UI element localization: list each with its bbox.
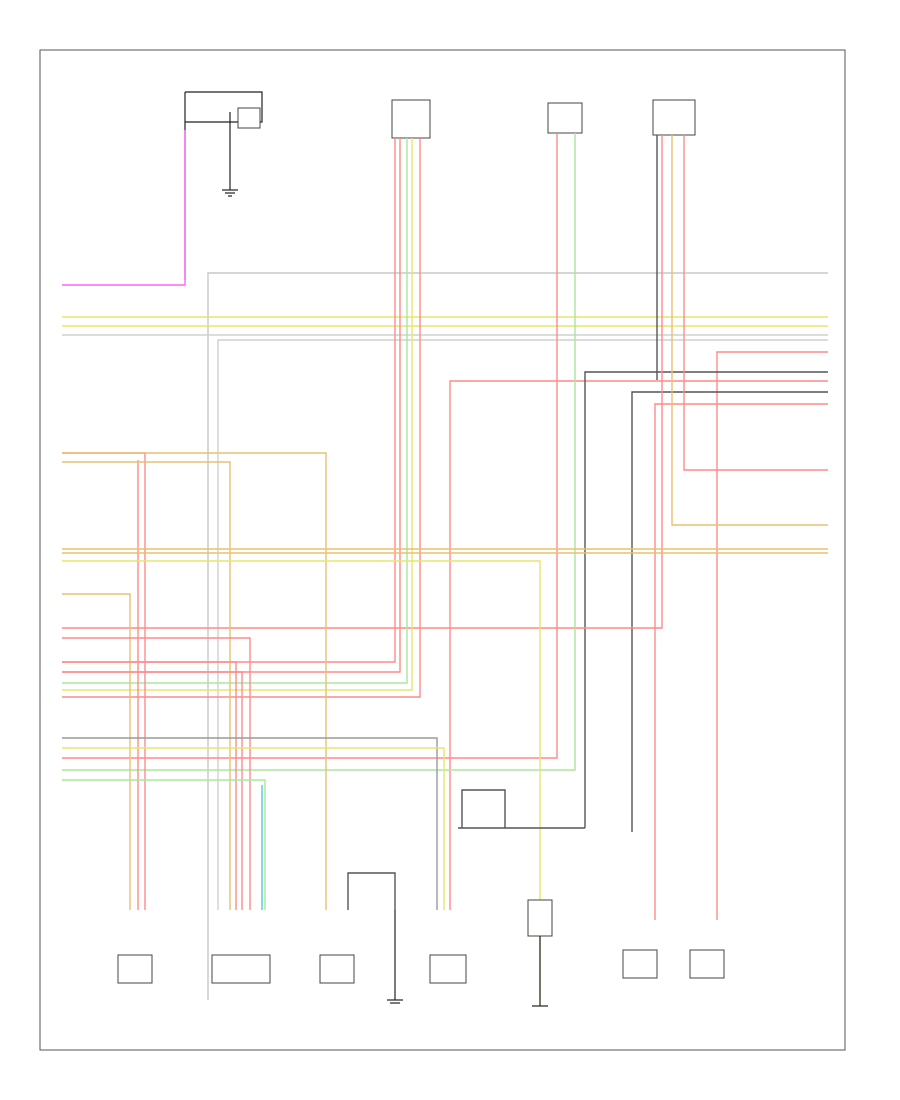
wire-top-right-1-module xyxy=(62,133,576,771)
component-top-right-2 xyxy=(652,99,696,136)
wire-center-module xyxy=(62,138,421,698)
component-bottom-6 xyxy=(527,899,553,1007)
wire-red-right xyxy=(449,351,828,920)
wire-top-right-module xyxy=(62,135,828,629)
component-bottom-5 xyxy=(429,954,467,984)
component-bottom-4 xyxy=(387,910,403,1004)
component-top-left xyxy=(184,91,263,280)
component-top-right-1 xyxy=(547,102,583,134)
diagram-frame xyxy=(39,49,846,1051)
wire-misc xyxy=(62,593,585,910)
wire-orange-long xyxy=(62,548,828,1000)
wire-yellow-pair xyxy=(62,316,828,910)
wire-left-red xyxy=(62,452,327,910)
component-bottom-7 xyxy=(622,949,725,979)
component-bottom-1 xyxy=(117,954,153,984)
component-bottom-3 xyxy=(319,954,355,984)
wire-gray-top xyxy=(207,272,828,1000)
component-bottom-2 xyxy=(211,954,271,984)
wire-pink xyxy=(62,130,186,286)
component-top-center xyxy=(391,99,431,139)
